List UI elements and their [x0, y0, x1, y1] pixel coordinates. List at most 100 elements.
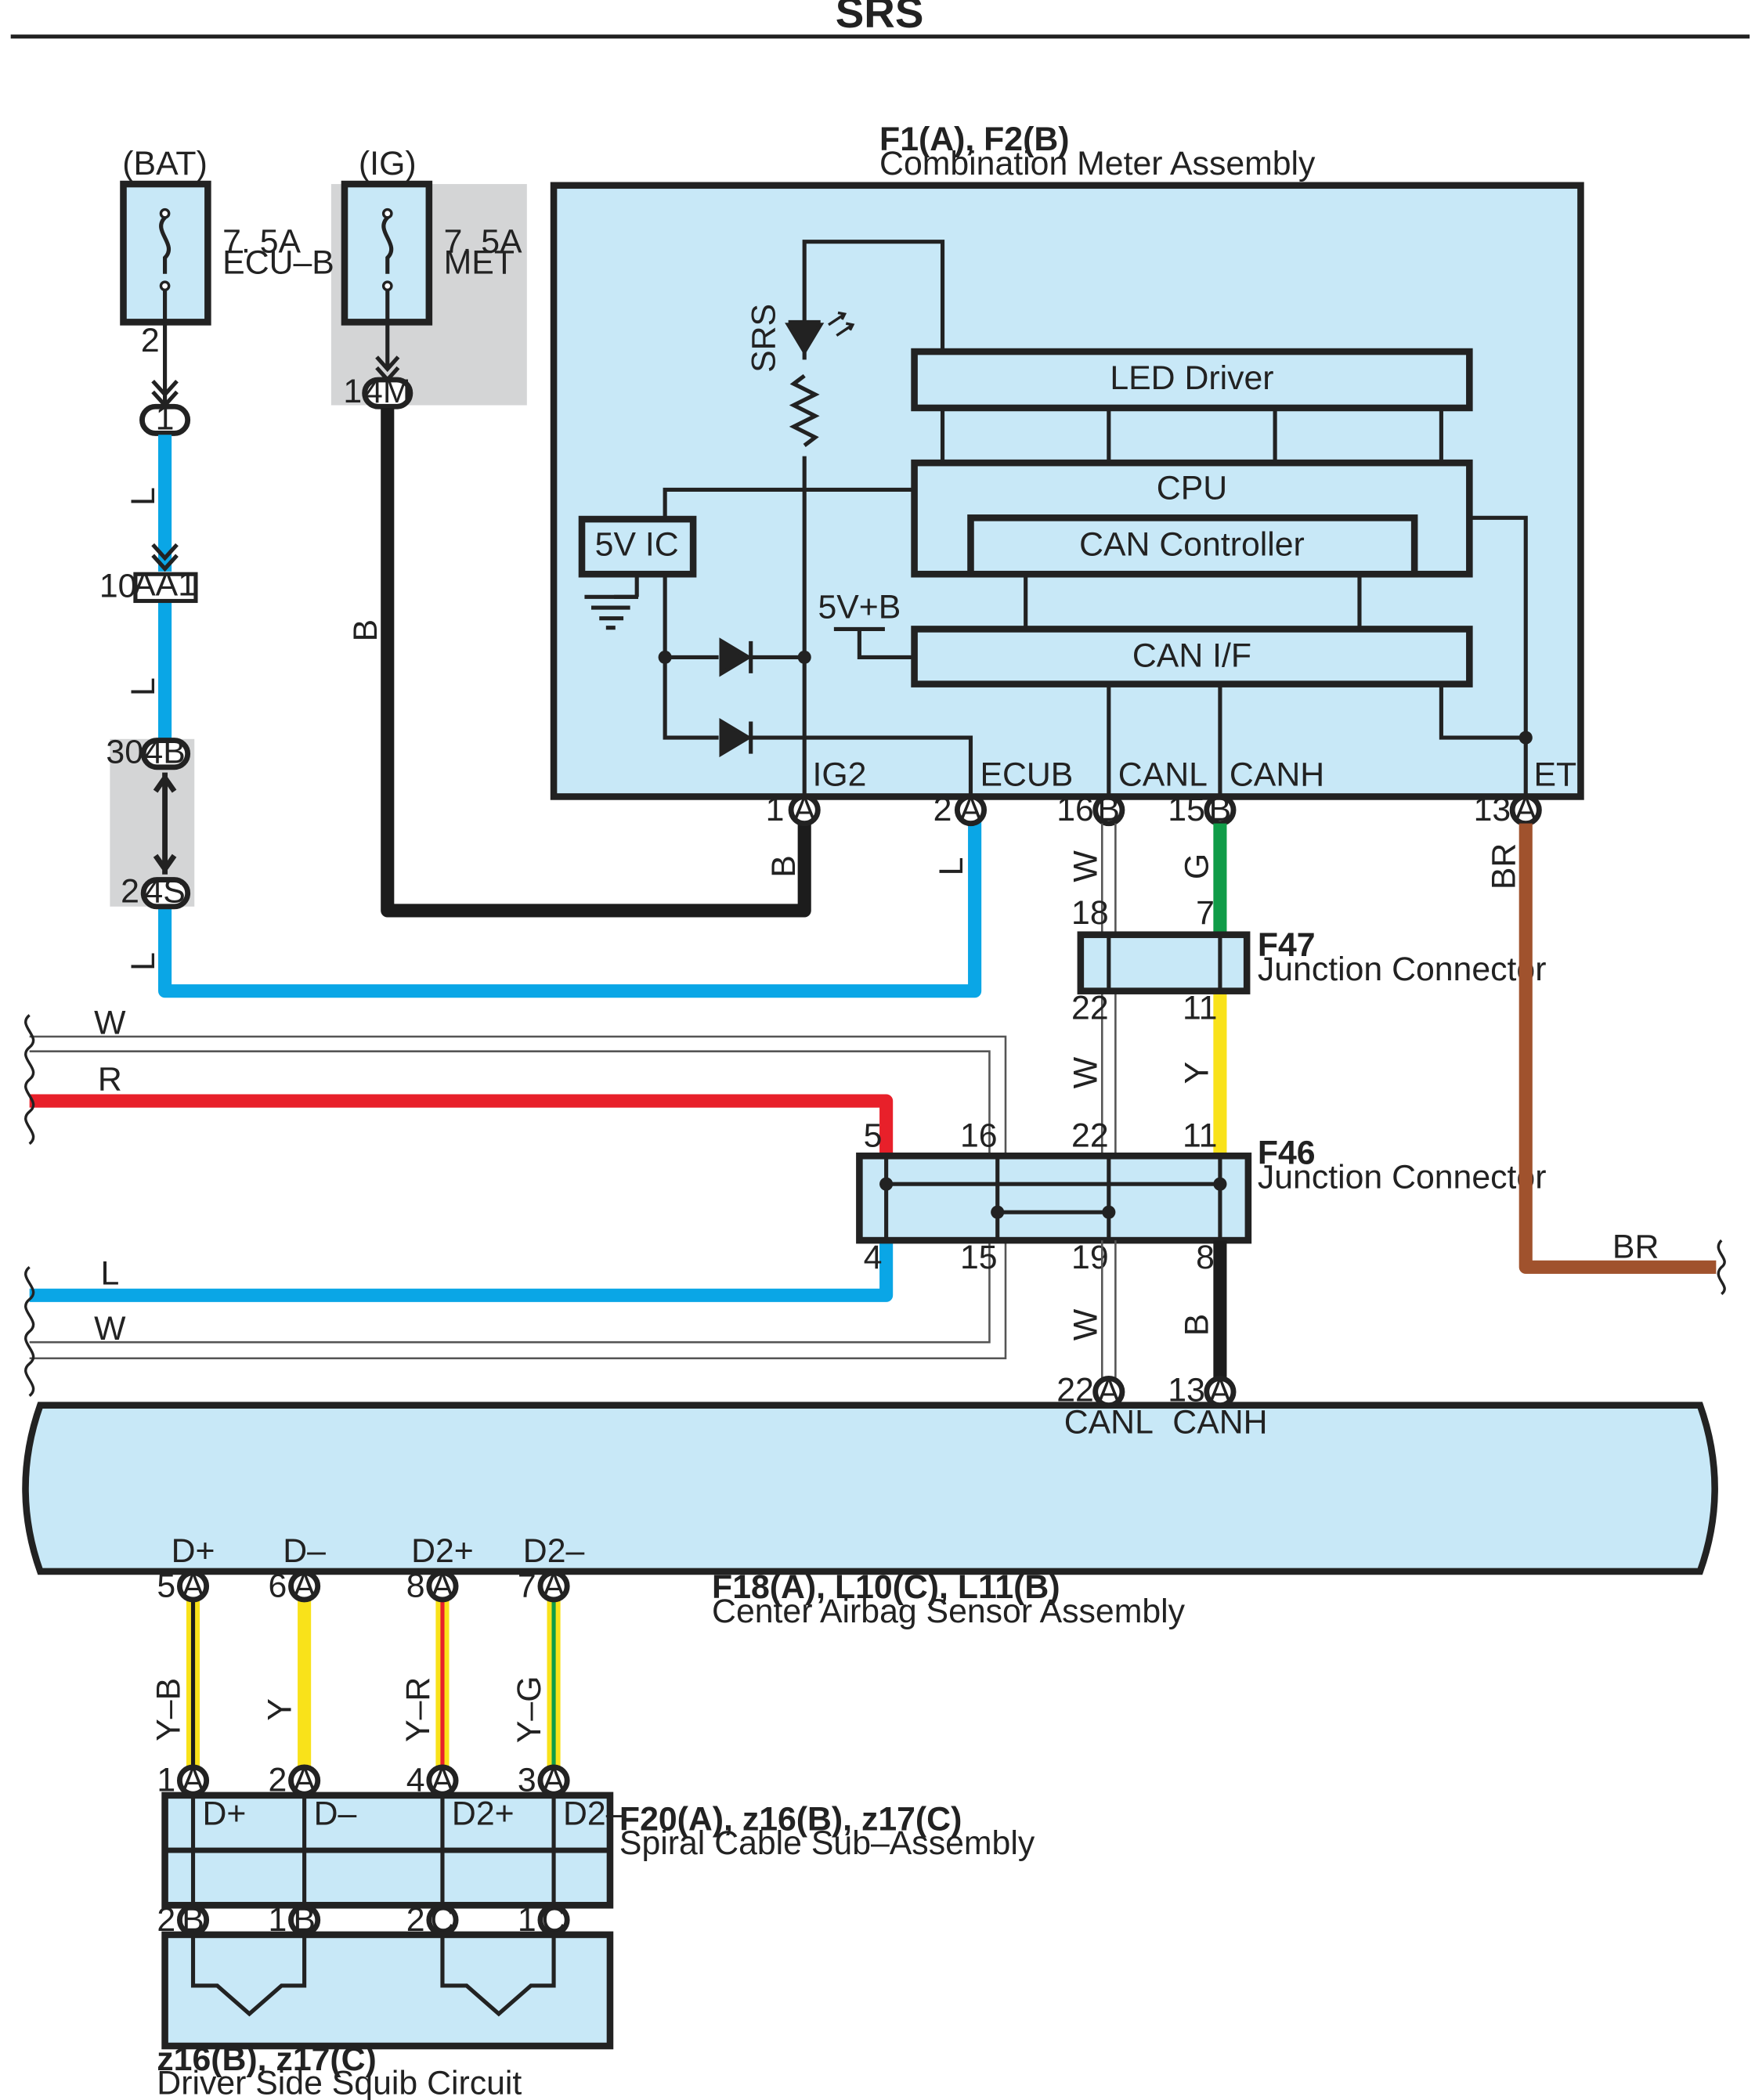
connector-aa1-label: AA1 — [133, 566, 197, 604]
pin-sensor-d2minus — [537, 1570, 570, 1603]
sensor-name: Center Airbag Sensor Assembly — [712, 1593, 1186, 1630]
bat-supply-label: (BAT) — [122, 145, 208, 182]
fuse-ecu-b-rating: 7. 5A — [222, 222, 301, 260]
pin-spiral-top-4-conn: A — [543, 1762, 565, 1799]
wire-bat-l — [158, 435, 982, 998]
wire-label-yg: Y–G — [511, 1676, 548, 1743]
pin-spiral-bottom-2-num: 1 — [268, 1901, 287, 1939]
wire-label-y: Y — [1179, 1062, 1216, 1084]
squib-element-icon — [440, 1934, 556, 2017]
pin-spiral-bottom-1-num: 2 — [157, 1901, 175, 1939]
pin-canl-num: 16 — [1056, 791, 1094, 828]
pin-et-conn: A — [1515, 791, 1537, 828]
resistor-icon — [789, 373, 820, 447]
wire-label-b-3: B — [1179, 1314, 1216, 1337]
meter-internal-wiring — [614, 240, 1528, 799]
spiral-label-dplus: D+ — [203, 1795, 247, 1833]
fuse-met-end-bottom — [381, 280, 393, 292]
fuse-met-rating: 7. 5A — [444, 222, 522, 260]
f46-name: Junction Connector — [1258, 1158, 1547, 1196]
wire-canl-w-lower — [1100, 1240, 1117, 1379]
pin-canl-conn: B — [1098, 791, 1121, 828]
can-controller-label: CAN Controller — [1079, 525, 1305, 563]
wire-label-l-2: L — [125, 677, 162, 696]
connector-4s-pin: 2 — [121, 873, 139, 911]
wire-r — [29, 1094, 894, 1156]
f46-pin-4: 4 — [864, 1239, 883, 1276]
sensor-d2plus-label: D2+ — [411, 1532, 474, 1570]
fuse-met-end-top — [381, 207, 393, 219]
pin-ecub-num: 2 — [933, 791, 952, 828]
f47-name: Junction Connector — [1258, 951, 1547, 988]
terminal-ecub-label: ECUB — [980, 756, 1073, 794]
v5b-label: 5V+B — [818, 589, 901, 626]
wire-label-w-left-bottom: W — [94, 1310, 126, 1348]
sensor-canh-label: CANH — [1172, 1404, 1267, 1441]
wire-label-b-1: B — [347, 619, 385, 642]
meter-name: Combination Meter Assembly — [879, 145, 1316, 182]
junction-dot — [879, 1177, 894, 1191]
pin-spiral-top-4-num: 3 — [518, 1762, 536, 1799]
fuse-met-pin: 1 — [343, 373, 362, 410]
pin-spiral-bottom-3-num: 2 — [406, 1901, 425, 1939]
fuse-ecu-b-end-top — [159, 207, 171, 219]
junction-dot — [1213, 1177, 1227, 1191]
f46-junction-connector — [856, 1152, 1252, 1244]
sensor-d2minus-label: D2– — [523, 1532, 585, 1570]
pin-et — [1509, 794, 1542, 827]
f47-ref: F47 — [1258, 926, 1316, 964]
pin-spiral-top-3-num: 4 — [406, 1762, 425, 1799]
pin-et-num: 13 — [1474, 791, 1511, 828]
page-title: SRS — [836, 0, 924, 37]
connector-aa1-pin: 10 — [99, 567, 137, 604]
pin-canh-conn: B — [1209, 791, 1232, 828]
can-if-block — [911, 626, 1473, 687]
wire-label-l-3: L — [125, 952, 162, 971]
wire-w-bottom — [29, 1240, 1007, 1360]
joint-arrow-icon — [153, 772, 177, 875]
meter-ref: F1(A), F2(B) — [879, 121, 1069, 158]
junction-dot — [1102, 1205, 1116, 1219]
junction-dot — [1518, 731, 1533, 745]
wire-ig-b — [381, 407, 811, 918]
wire-canl-w-upper — [1100, 823, 1117, 1156]
connector-4b — [140, 738, 191, 770]
sensor-canl-label: CANL — [1064, 1404, 1154, 1441]
connector-4s-label: 4S — [144, 873, 185, 911]
pin-sensor-d2minus-conn: A — [543, 1567, 565, 1604]
f46-pin-22: 22 — [1071, 1117, 1109, 1154]
terminal-canh-label: CANH — [1230, 756, 1324, 794]
fuse-ecu-b-name: ECU–B — [222, 244, 334, 282]
pin-spiral-top-1-conn: A — [182, 1762, 204, 1799]
pin-sensor-canh-num: 13 — [1168, 1372, 1205, 1409]
diode-icon — [719, 637, 753, 677]
spiral-name: Spiral Cable Sub–Assembly — [619, 1824, 1035, 1862]
wire-label-yr: Y–R — [399, 1677, 437, 1742]
pin-canh — [1204, 794, 1237, 827]
squib-ref: z16(B), z17(C) — [157, 2040, 377, 2078]
fuse-ecu-b-end-bottom — [159, 280, 171, 292]
chevron-down-icon — [151, 543, 179, 572]
can-controller-block — [967, 514, 1418, 578]
pin-spiral-top-3-conn: A — [432, 1762, 454, 1799]
ic-5v-label: 5V IC — [595, 525, 679, 563]
wire-label-g: G — [1179, 853, 1216, 879]
driver-side-squib-circuit — [161, 1931, 614, 2050]
f46-pin-16: 16 — [960, 1117, 998, 1154]
pin-ecub — [954, 794, 988, 827]
spiral-label-d2plus: D2+ — [452, 1795, 515, 1833]
led-driver-label: LED Driver — [1110, 359, 1273, 397]
sensor-dminus-label: D– — [283, 1532, 326, 1570]
pin-sensor-d2plus-num: 8 — [406, 1567, 425, 1604]
pin-ig2-num: 1 — [766, 791, 785, 828]
cpu-label: CPU — [1157, 469, 1227, 507]
fuse-ecu-b-pin: 2 — [141, 322, 160, 359]
pin-sensor-dplus — [176, 1570, 210, 1603]
junction-dot — [991, 1205, 1005, 1219]
pin-sensor-dplus-conn: A — [182, 1567, 204, 1604]
pin-spiral-top-1-num: 1 — [157, 1762, 175, 1799]
f47-pin-11: 11 — [1183, 990, 1217, 1027]
junction-dot — [797, 650, 811, 664]
terminal-ig2-label: IG2 — [812, 756, 866, 794]
